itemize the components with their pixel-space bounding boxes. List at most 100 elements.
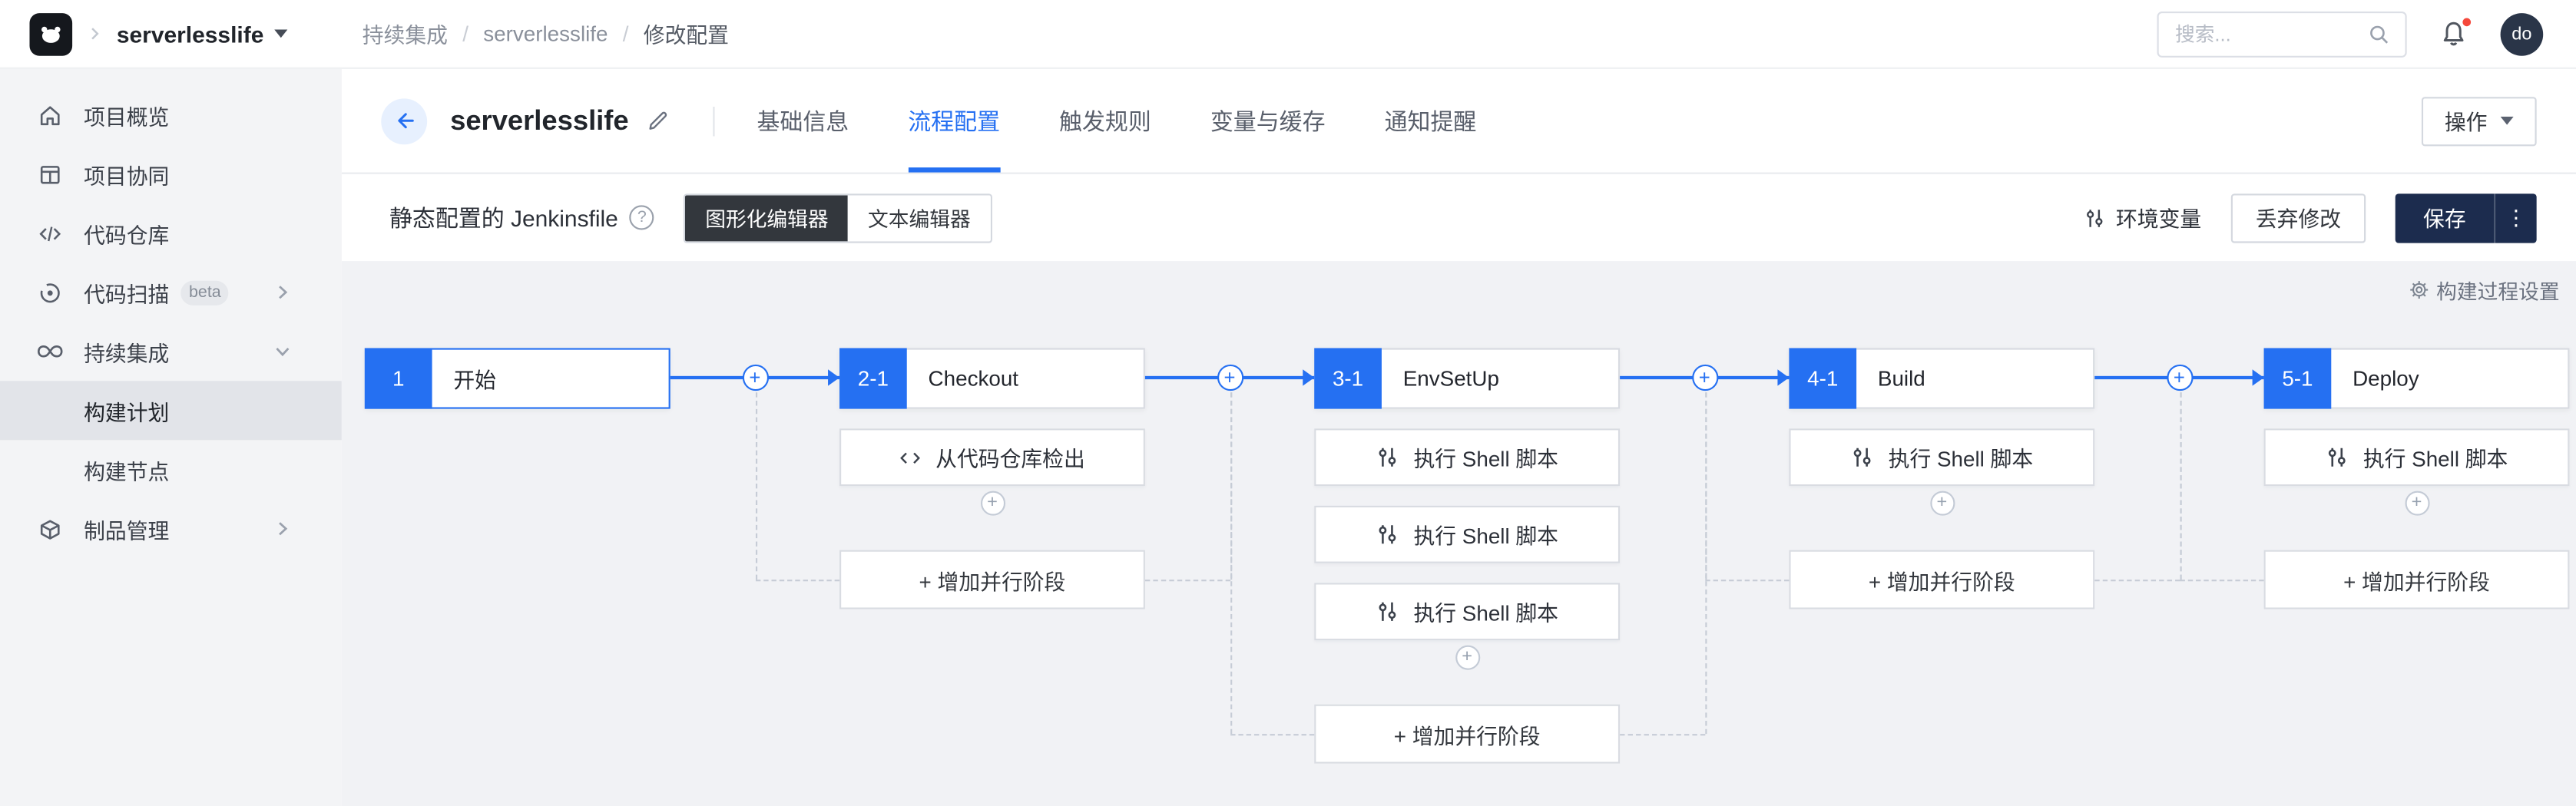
sidebar-item-5[interactable]: 构建计划: [0, 381, 342, 441]
job-label: 执行 Shell 脚本: [1413, 600, 1559, 626]
sidebar-item-label: 构建计划: [84, 399, 170, 424]
tab-3[interactable]: 变量与缓存: [1210, 107, 1326, 134]
edit-pencil-icon[interactable]: [645, 108, 670, 133]
dashed-connector: [1704, 580, 1790, 582]
env-vars-label: 环境变量: [2115, 206, 2202, 232]
caret-down-icon: [2500, 116, 2514, 125]
connector-arrow-icon: [1303, 369, 1315, 386]
notifications-button[interactable]: [2439, 16, 2473, 48]
dashed-connector: [754, 580, 840, 582]
sidebar-item-4[interactable]: 持续集成: [0, 322, 342, 381]
stage-number: 4-1: [1789, 348, 1857, 409]
add-parallel-stage-button[interactable]: + 增加并行阶段: [2263, 550, 2570, 609]
board-icon: [36, 162, 64, 187]
editor-mode-0[interactable]: 图形化编辑器: [685, 194, 849, 241]
save-more-button[interactable]: ⋮: [2494, 193, 2537, 243]
chevron-right-icon: [268, 284, 296, 300]
sidebar-item-2[interactable]: 代码仓库: [0, 203, 342, 263]
add-job-button[interactable]: +: [979, 491, 1005, 516]
coding-logo-icon: [38, 21, 64, 47]
more-dots-icon: ⋮: [2505, 204, 2527, 230]
save-button[interactable]: 保存: [2396, 193, 2494, 242]
job-card[interactable]: 执行 Shell 脚本: [1314, 583, 1621, 641]
sidebar-item-label: 持续集成: [84, 340, 170, 365]
connector-arrow-icon: [828, 369, 840, 386]
tab-0[interactable]: 基础信息: [757, 107, 849, 134]
infinity-icon: [36, 342, 64, 362]
build-process-settings-button[interactable]: 构建过程设置: [2409, 274, 2560, 306]
sliders-icon: [1376, 445, 1400, 470]
breadcrumb-separator: /: [462, 21, 469, 46]
help-icon[interactable]: ?: [629, 205, 654, 230]
discard-label: 丢弃修改: [2255, 206, 2342, 232]
sidebar-item-7[interactable]: 制品管理: [0, 499, 342, 558]
editor-mode-1[interactable]: 文本编辑器: [848, 194, 991, 241]
actions-button-label: 操作: [2444, 110, 2488, 135]
dashed-connector: [1704, 392, 1707, 580]
job-card[interactable]: 从代码仓库检出: [839, 428, 1145, 487]
add-parallel-stage-button[interactable]: + 增加并行阶段: [839, 550, 1145, 609]
breadcrumb-separator: /: [622, 21, 629, 46]
dashed-connector: [1230, 734, 1315, 736]
stage-number: 2-1: [839, 348, 907, 409]
bell-icon: [2439, 20, 2467, 48]
divider: [712, 105, 714, 136]
dashed-connector: [1230, 392, 1232, 735]
dashed-connector: [1620, 734, 1705, 736]
add-stage-button[interactable]: +: [1691, 364, 1718, 391]
search-input[interactable]: [2175, 21, 2368, 45]
env-vars-button[interactable]: 环境变量: [2083, 202, 2201, 233]
tab-4[interactable]: 通知提醒: [1384, 107, 1477, 134]
sidebar-item-label: 构建节点: [84, 458, 170, 484]
breadcrumb-item[interactable]: serverlesslife: [483, 21, 608, 46]
notification-dot: [2461, 16, 2473, 28]
job-label: 执行 Shell 脚本: [2362, 446, 2508, 471]
add-stage-button[interactable]: +: [741, 364, 768, 391]
add-stage-button[interactable]: +: [2166, 364, 2193, 391]
sidebar-item-0[interactable]: 项目概览: [0, 85, 342, 144]
breadcrumb-item[interactable]: 持续集成: [362, 22, 448, 48]
tab-2[interactable]: 触发规则: [1059, 107, 1151, 134]
save-label: 保存: [2423, 206, 2466, 232]
back-button[interactable]: [381, 97, 428, 144]
save-button-group: 保存 ⋮: [2395, 193, 2537, 243]
add-job-button[interactable]: +: [1929, 491, 1955, 516]
add-job-button[interactable]: +: [1455, 645, 1480, 670]
add-parallel-stage-button[interactable]: + 增加并行阶段: [1314, 704, 1621, 764]
job-card[interactable]: 执行 Shell 脚本: [1314, 505, 1621, 563]
discard-changes-button[interactable]: 丢弃修改: [2230, 193, 2366, 243]
add-stage-button[interactable]: +: [1216, 364, 1243, 391]
job-card[interactable]: 执行 Shell 脚本: [2263, 428, 2570, 487]
build-process-settings-label: 构建过程设置: [2436, 280, 2560, 304]
sidebar-item-6[interactable]: 构建节点: [0, 440, 342, 499]
dashed-connector: [754, 392, 757, 580]
sliders-icon: [2326, 445, 2350, 470]
add-parallel-stage-button[interactable]: + 增加并行阶段: [1789, 550, 2095, 609]
sidebar-item-1[interactable]: 项目协同: [0, 144, 342, 203]
job-card[interactable]: 执行 Shell 脚本: [1789, 428, 2095, 487]
avatar[interactable]: do: [2500, 12, 2544, 55]
dashed-connector: [2094, 580, 2180, 582]
coding-logo[interactable]: [29, 12, 73, 55]
code-icon: [36, 221, 64, 246]
chevron-right-icon: [268, 520, 296, 537]
search-box[interactable]: [2157, 10, 2407, 57]
sliders-icon: [2083, 206, 2106, 229]
connector-arrow-icon: [2252, 369, 2264, 386]
tab-1[interactable]: 流程配置: [908, 69, 1001, 173]
sidebar-item-label: 代码仓库: [84, 222, 170, 247]
job-card[interactable]: 执行 Shell 脚本: [1314, 428, 1621, 487]
actions-button[interactable]: 操作: [2421, 96, 2537, 146]
add-job-button[interactable]: +: [2404, 491, 2429, 516]
beta-badge: beta: [180, 279, 230, 305]
project-selector[interactable]: serverlesslife: [117, 21, 287, 47]
